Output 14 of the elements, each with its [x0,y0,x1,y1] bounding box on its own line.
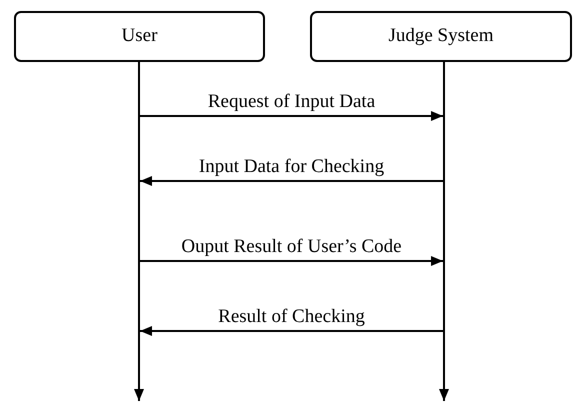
arrow [140,326,443,336]
arrow [439,350,449,401]
participant-box: Judge System [310,11,572,62]
edge-label: Result of Checking [218,306,365,328]
participant-box: User [14,11,265,62]
edge-label: Input Data for Checking [198,156,384,178]
edge-label: Request of Input Data [208,91,376,113]
arrow [134,350,144,401]
lifeline [443,62,445,350]
arrow [140,256,443,266]
lifeline [138,62,140,350]
arrow [140,111,443,121]
edge-label: Ouput Result of User’s Code [181,236,402,258]
arrow [140,176,443,186]
